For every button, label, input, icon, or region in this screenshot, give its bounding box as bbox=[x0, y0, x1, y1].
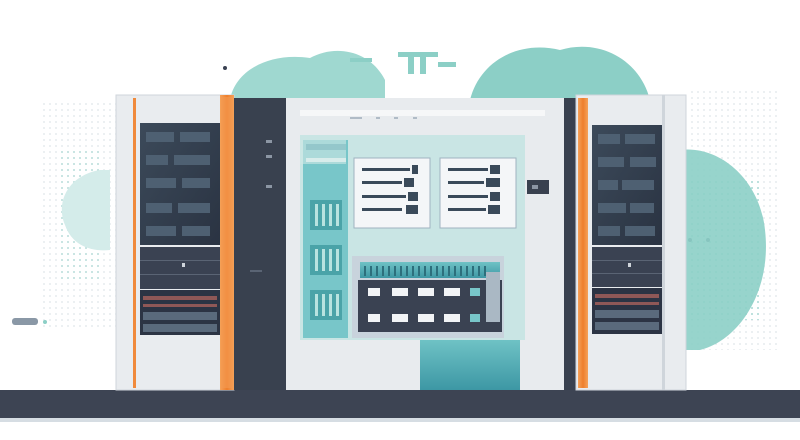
server-rack-icon bbox=[575, 94, 687, 391]
cloud-shape-icon bbox=[61, 46, 766, 350]
server-rack-icon bbox=[115, 94, 235, 391]
server-door-left bbox=[234, 98, 286, 390]
server-door-right bbox=[564, 98, 576, 390]
screen-icon bbox=[300, 140, 517, 229]
center-cabinet bbox=[286, 98, 564, 390]
floor-line bbox=[0, 418, 800, 422]
floor-bar bbox=[0, 390, 800, 418]
top-logo-shape bbox=[350, 52, 456, 74]
teal-base-block bbox=[420, 340, 520, 390]
